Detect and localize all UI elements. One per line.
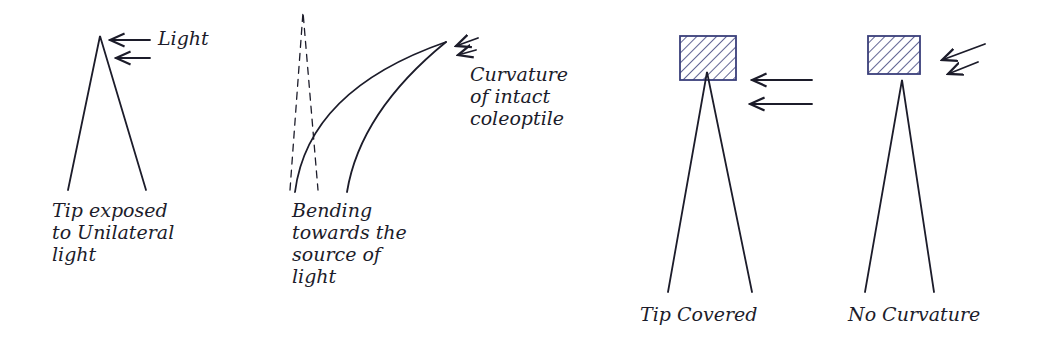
light-arrow: [942, 44, 985, 60]
coleoptile-outline: [865, 80, 934, 292]
figure-label: Curvature of intact coleoptile: [470, 64, 582, 130]
tip-cap: [868, 36, 920, 74]
figure-label: Tip Covered: [640, 304, 800, 326]
light-arrow: [948, 62, 978, 74]
figure-label: Light: [158, 28, 238, 50]
light-arrow: [116, 57, 150, 59]
light-arrow: [110, 39, 150, 41]
light-arrow: [750, 103, 812, 105]
coleoptile-outline: [68, 36, 146, 190]
light-arrow: [458, 50, 476, 55]
bent-coleoptile-outline: [347, 42, 446, 192]
figure-label: Tip exposed to Unilateral light: [52, 200, 187, 266]
figure-label: No Curvature: [848, 304, 1048, 326]
light-arrow: [456, 38, 478, 46]
coleoptile-outline: [668, 72, 752, 292]
bent-coleoptile-outline: [295, 42, 446, 192]
light-arrow: [752, 79, 812, 81]
figure-label: Bending towards the source of light: [292, 200, 422, 287]
original-position-outline: [290, 12, 318, 190]
